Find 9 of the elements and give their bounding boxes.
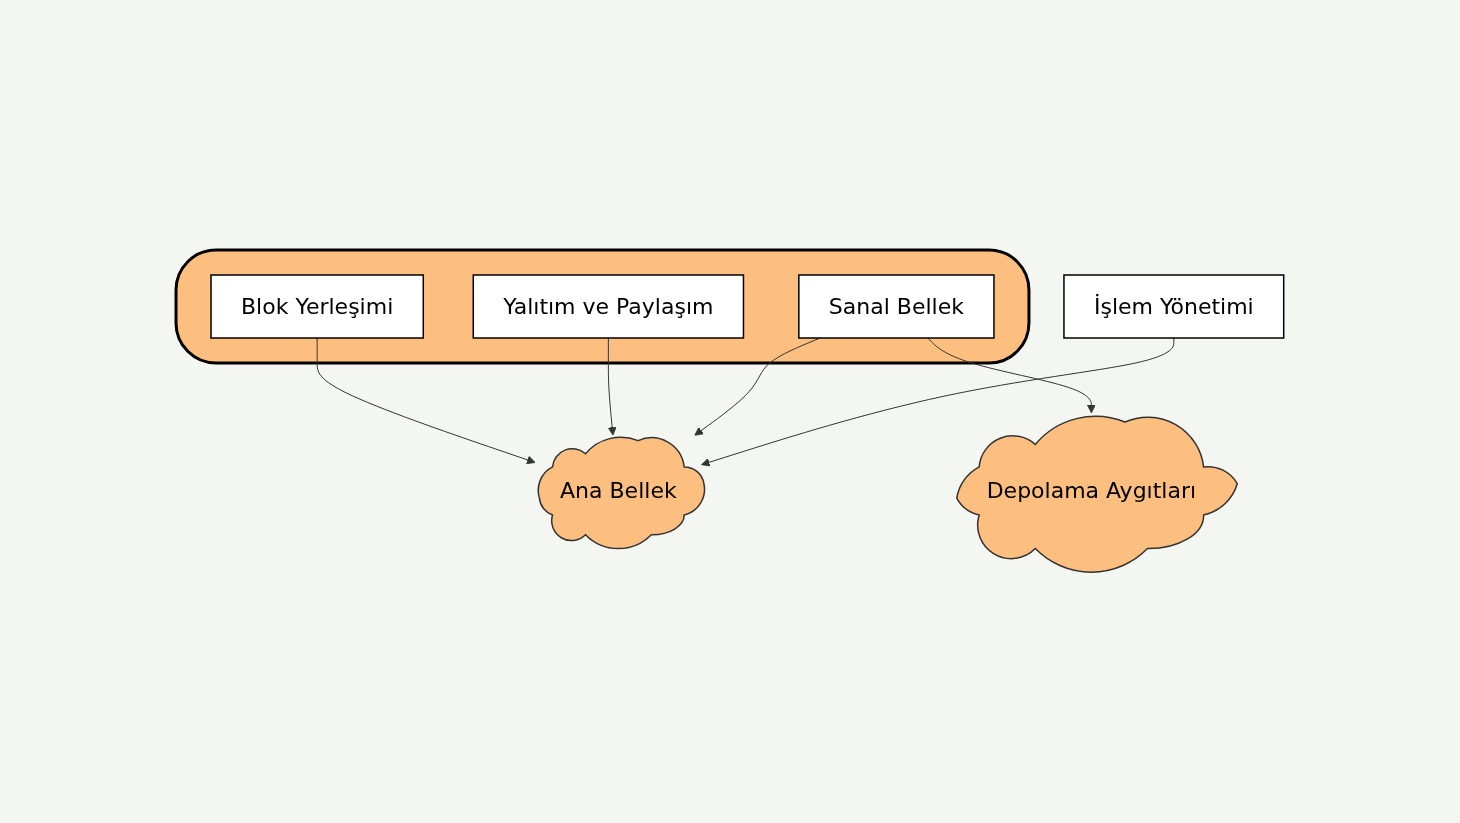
arrow — [316, 337, 536, 465]
node-box: Blok Yerleşimi — [210, 274, 425, 340]
arrow — [927, 337, 1096, 414]
node-box: Yalıtım ve Paylaşım — [472, 274, 745, 340]
arrow — [607, 337, 617, 437]
node-box: Sanal Bellek — [798, 274, 995, 340]
node-box: İşlem Yönetimi — [1063, 274, 1285, 340]
cluster — [174, 248, 1031, 365]
arrow — [701, 337, 1175, 467]
